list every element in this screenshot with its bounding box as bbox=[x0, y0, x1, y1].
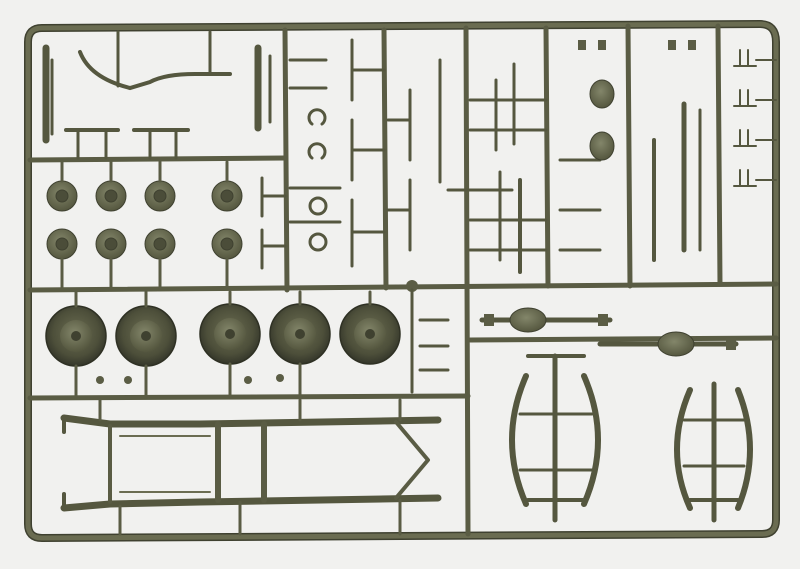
small-tabs bbox=[578, 40, 696, 50]
small-wheel bbox=[95, 228, 127, 260]
small-wheel bbox=[46, 180, 78, 212]
sprue-runners bbox=[27, 23, 779, 537]
vertical-rods bbox=[652, 101, 702, 262]
frame-gates bbox=[98, 398, 402, 536]
spring-clip-parts bbox=[733, 49, 777, 187]
sprue-frame bbox=[24, 20, 780, 542]
small-wheel bbox=[95, 180, 127, 212]
small-wheels bbox=[46, 180, 243, 260]
small-wheel-gates bbox=[60, 160, 229, 290]
front-axle bbox=[479, 307, 613, 333]
small-wheel bbox=[144, 180, 176, 212]
large-wheel bbox=[45, 305, 107, 367]
small-wheel bbox=[211, 180, 243, 212]
brake-drums bbox=[589, 79, 615, 161]
large-wheel-gates bbox=[74, 290, 372, 398]
leaf-spring-set-left bbox=[509, 353, 601, 523]
rear-axle bbox=[597, 331, 739, 357]
large-wheel bbox=[269, 303, 331, 365]
large-wheel bbox=[199, 303, 261, 365]
small-wheel bbox=[211, 228, 243, 260]
bracket-parts bbox=[260, 38, 412, 270]
leaf-spring-set-right bbox=[674, 381, 753, 523]
large-wheel bbox=[115, 305, 177, 367]
chassis-frame bbox=[60, 414, 442, 512]
exhaust-pipe-parts bbox=[42, 30, 272, 160]
small-wheel bbox=[46, 228, 78, 260]
lever-parts bbox=[410, 288, 450, 394]
small-knob-parts bbox=[96, 280, 418, 384]
large-wheel bbox=[339, 303, 401, 365]
steering-rod-parts bbox=[438, 58, 602, 274]
small-wheel bbox=[144, 228, 176, 260]
